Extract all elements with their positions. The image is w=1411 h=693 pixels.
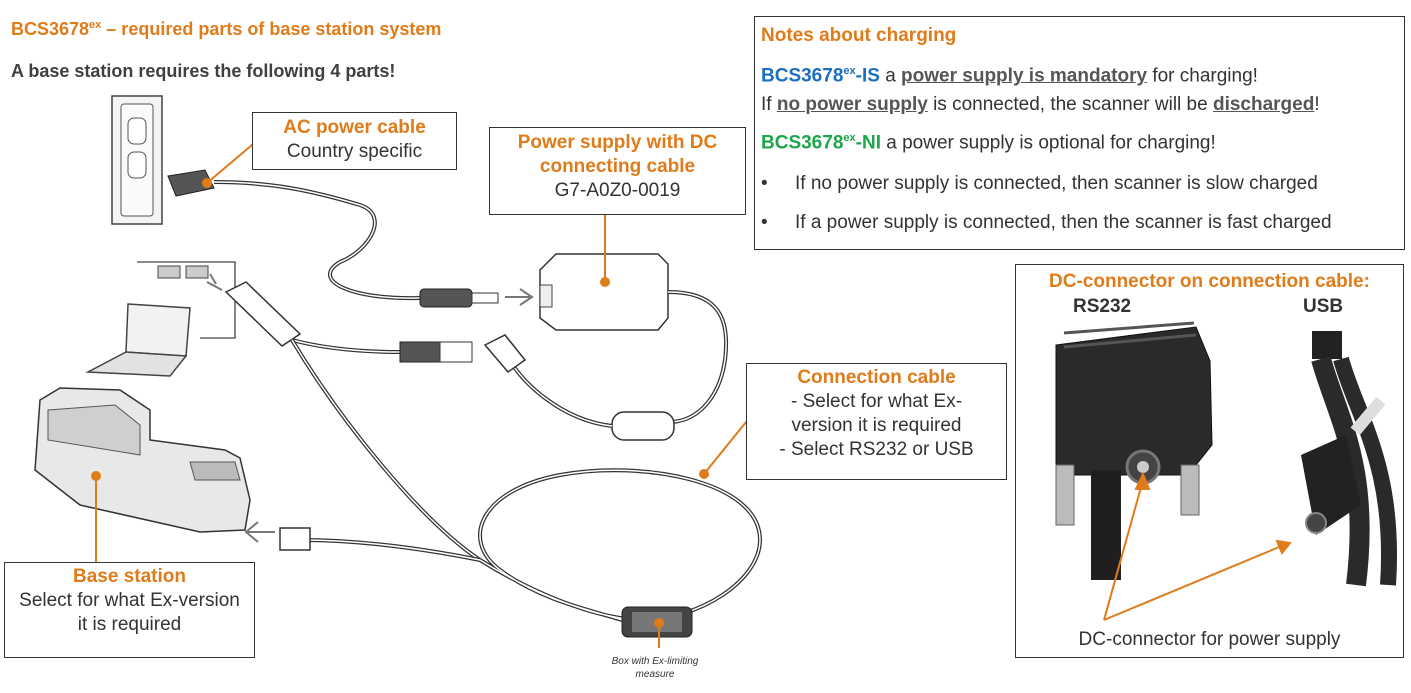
- usb-connector-icon: [1301, 331, 1397, 587]
- ac-connector-icon: [419, 288, 534, 308]
- rs232-connector-icon: [1055, 321, 1213, 580]
- usb-caption: USB: [1303, 296, 1344, 317]
- ex-box-caption-line-2: measure: [635, 669, 675, 680]
- power-supply-heading-1: Power supply with DC: [517, 132, 718, 153]
- ex-box-icon: [621, 606, 693, 638]
- power-supply-label: Power supply with DC connecting cable G7…: [489, 127, 746, 215]
- notes-if-line: If no power supply is connected, the sca…: [761, 94, 1320, 115]
- page-subtitle: A base station requires the following 4 …: [11, 61, 396, 81]
- ferrite-core-icon: [611, 411, 675, 441]
- notes-bullet-2: •If a power supply is connected, then th…: [761, 212, 1332, 233]
- computer-icon: [85, 261, 236, 377]
- dc-plug-icon: [483, 334, 527, 374]
- dc-connector-photos: [1055, 321, 1397, 621]
- charging-notes-panel: Notes about charging BCS3678ex-IS a powe…: [754, 16, 1405, 250]
- connection-cable-line-2: version it is required: [791, 415, 962, 436]
- charging-notes-title: Notes about charging: [761, 25, 957, 46]
- notes-ni-line: BCS3678ex-NI a power supply is optional …: [761, 132, 1216, 154]
- ex-box-caption-line-1: Box with Ex-limiting: [611, 656, 699, 667]
- connection-cable-label: Connection cable - Select for what Ex- v…: [746, 363, 1007, 480]
- dc-connector-pointers: [1103, 471, 1292, 621]
- base-station-icon: [34, 387, 251, 533]
- ac-cable-desc: Country specific: [286, 141, 423, 162]
- connection-cable-line-3: - Select RS232 or USB: [779, 439, 974, 460]
- dc-connector-footer: DC-connector for power supply: [1078, 629, 1341, 650]
- base-station-line-1: Select for what Ex-version: [19, 590, 240, 611]
- base-station-heading: Base station: [73, 566, 186, 587]
- notes-is-line: BCS3678ex-IS a power supply is mandatory…: [761, 65, 1258, 87]
- ex-box-caption: Box with Ex-limiting measure: [585, 655, 725, 681]
- page-title: BCS3678ex – required parts of base stati…: [11, 19, 442, 39]
- power-supply-heading-2: connecting cable: [539, 156, 696, 177]
- power-supply-part-number: G7-A0Z0-0019: [554, 180, 681, 201]
- base-station-label: Base station Select for what Ex-version …: [4, 562, 255, 658]
- connection-cable-line-1: - Select for what Ex-: [790, 391, 963, 412]
- notes-bullet-1: •If no power supply is connected, then s…: [761, 173, 1318, 194]
- dc-socket-icon: [399, 341, 473, 363]
- dc-connector-title: DC-connector on connection cable:: [1049, 271, 1370, 292]
- rs232-plug-icon: [244, 521, 311, 551]
- rs232-caption: RS232: [1073, 296, 1132, 317]
- dc-connector-panel: DC-connector on connection cable: RS232 …: [1015, 264, 1404, 658]
- connection-cable-heading: Connection cable: [797, 367, 956, 388]
- ac-power-cable-label: AC power cable Country specific: [252, 112, 457, 170]
- usb-plug-icon: [206, 273, 302, 347]
- power-supply-icon: [539, 253, 669, 331]
- base-station-line-2: it is required: [77, 614, 182, 635]
- wall-outlet-icon: [111, 95, 163, 225]
- ac-cable-heading: AC power cable: [283, 117, 426, 138]
